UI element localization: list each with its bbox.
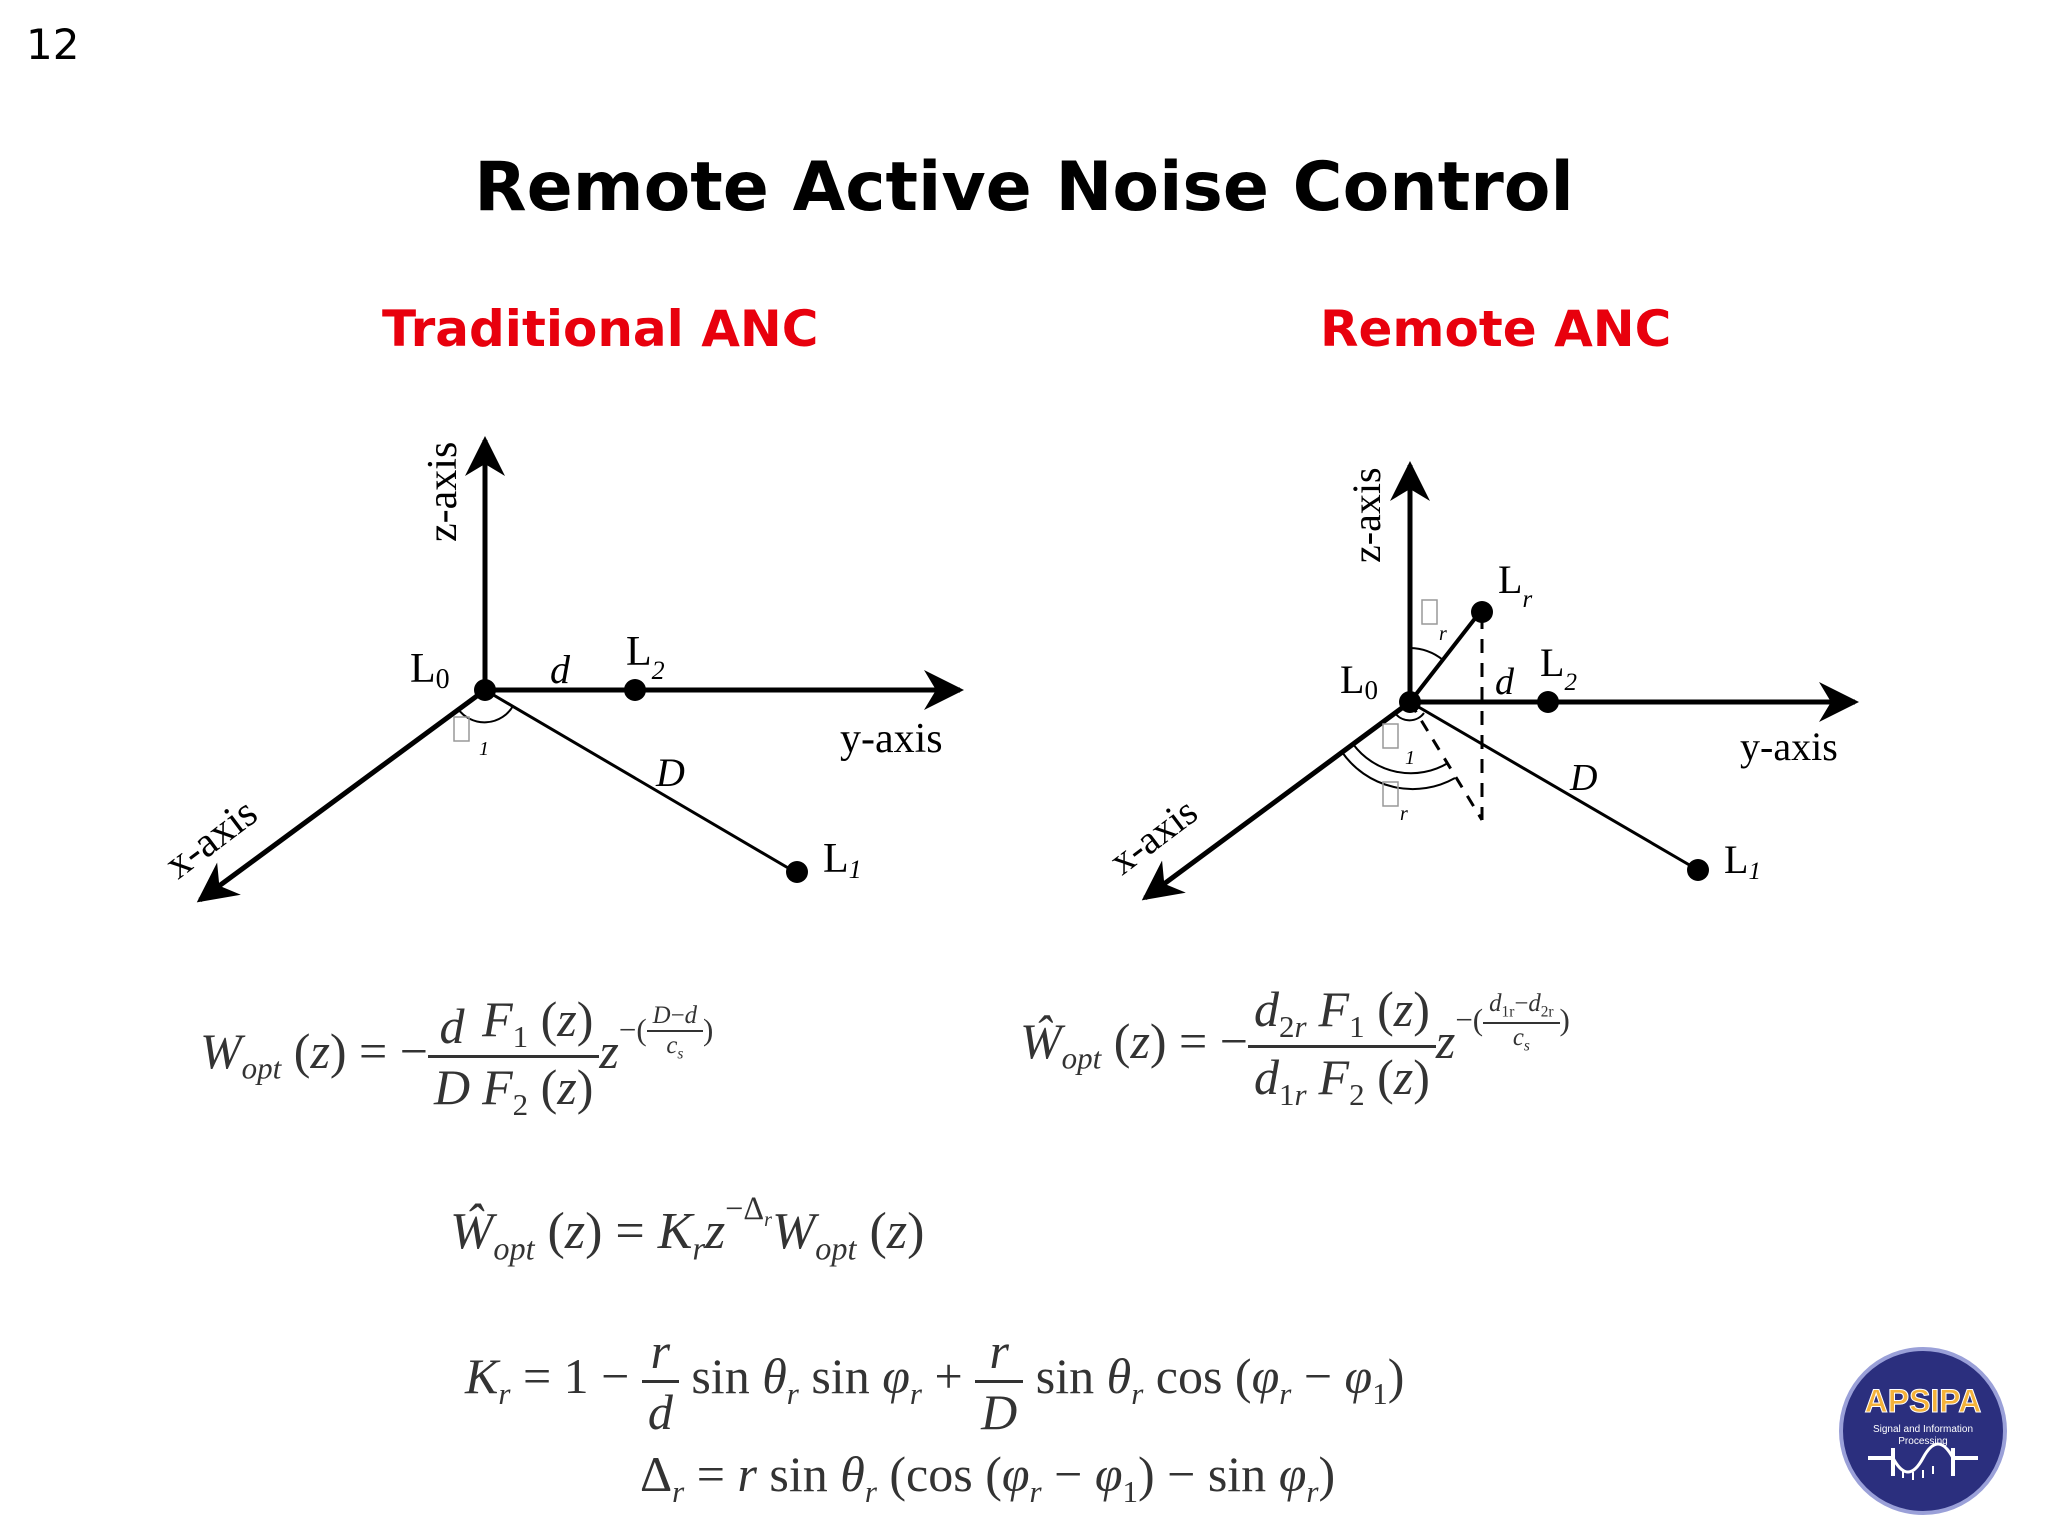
svg-text:Signal and Information: Signal and Information	[1873, 1424, 1973, 1435]
Lr-point	[1471, 601, 1493, 623]
slide-title: Remote Active Noise Control	[474, 148, 1574, 227]
x-axis-line	[196, 687, 487, 903]
angle-phi1-glyph	[1382, 723, 1399, 749]
angle-phir-glyph	[1382, 781, 1399, 807]
distance-D-line	[484, 688, 796, 874]
traditional-anc-title: Traditional ANC	[382, 300, 819, 358]
equation-delta: Δr = r sin θr (cos (φr − φ1) − sin φr)	[640, 1446, 1336, 1509]
Lr-line	[1408, 610, 1482, 704]
equation-relation: Ŵopt (z) = Krz−ΔrWopt (z)	[450, 1190, 925, 1267]
traditional-diagram: z-axis y-axis x-axis L0 L2 L1 d D 1	[156, 436, 964, 903]
svg-text:Processing: Processing	[1898, 1436, 1947, 1447]
L1-label: L1	[1724, 837, 1761, 885]
angle-theta-sub: r	[1439, 623, 1447, 645]
angle-phi1-glyph	[453, 716, 470, 742]
L0-point	[1399, 691, 1421, 713]
Lr-label: Lr	[1498, 557, 1532, 613]
Lr-projection-diag	[1408, 701, 1484, 821]
remote-diagram: z-axis y-axis x-axis L0 Lr L2 L1 d D r 1…	[1100, 461, 1859, 901]
angle-phir-arc	[1341, 751, 1456, 791]
remote-anc-title: Remote ANC	[1320, 300, 1672, 358]
z-axis-label: z-axis	[1344, 467, 1389, 563]
x-axis-label: x-axis	[156, 789, 266, 888]
angle-phi1-arc	[457, 705, 514, 724]
x-axis-line	[1141, 699, 1412, 901]
distance-d-label: d	[550, 647, 571, 692]
L2-point	[1537, 691, 1559, 713]
x-axis-label: x-axis	[1100, 788, 1205, 883]
svg-text:APSIPA: APSIPA	[1865, 1383, 1982, 1419]
y-axis-label: y-axis	[1740, 724, 1838, 769]
z-axis-label: z-axis	[420, 442, 466, 542]
angle-small-arc	[1394, 712, 1425, 722]
angle-phi1-sub: 1	[479, 738, 489, 760]
distance-D-line	[1409, 700, 1699, 872]
L1-label: L1	[823, 836, 862, 884]
angle-phir-sub: r	[1400, 803, 1408, 825]
angle-theta-arc	[1409, 647, 1444, 661]
angle-phi1-arc	[1352, 743, 1449, 775]
L1-point	[786, 861, 808, 883]
distance-D-label: D	[655, 750, 685, 795]
slide-number: 12	[26, 20, 80, 69]
L0-label: L0	[1340, 657, 1378, 705]
distance-d-label: d	[1495, 661, 1515, 703]
L1-point	[1687, 859, 1709, 881]
apsipa-logo: APSIPA Signal and Information Processing	[1839, 1347, 2007, 1515]
L2-label: L2	[1540, 640, 1577, 696]
L2-point	[624, 679, 646, 701]
angle-theta-glyph	[1421, 599, 1438, 625]
L0-point	[474, 679, 496, 701]
y-axis-label: y-axis	[840, 716, 943, 762]
angle-phi1-sub: 1	[1405, 747, 1415, 769]
distance-D-label: D	[1569, 757, 1597, 799]
L0-label: L0	[410, 646, 450, 695]
L2-label: L2	[626, 629, 665, 685]
